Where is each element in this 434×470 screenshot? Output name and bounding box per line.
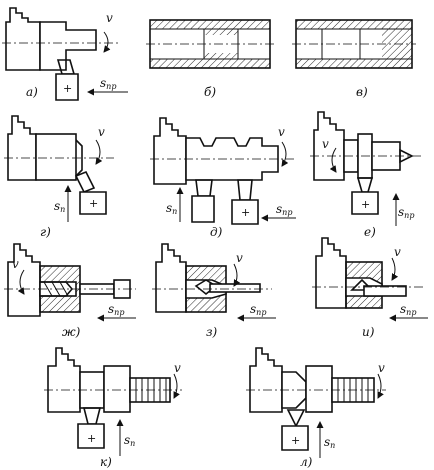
caption-z: з) (206, 325, 218, 339)
caption-v: в) (356, 85, 368, 99)
feed-label: sпр (400, 302, 416, 317)
panel-b: б) (146, 19, 274, 99)
speed-label: v (394, 245, 401, 259)
feed2-label: sпр (276, 202, 292, 217)
tool-marker: + (89, 197, 98, 210)
tool-marker: + (87, 432, 96, 445)
panel-a: v + sпр а) (2, 7, 128, 101)
speed-label: v (236, 251, 243, 265)
feed-label: sпр (100, 76, 116, 91)
panel-v: в) (292, 19, 416, 99)
panel-l: v + sп л) (246, 347, 386, 469)
caption-k: к) (100, 455, 112, 469)
panel-i: v sпр и) (312, 237, 428, 339)
speed-label: v (174, 361, 181, 375)
panel-z: v sпр з) (152, 243, 276, 339)
speed-label: v (106, 11, 113, 25)
feed-label: sп (124, 433, 135, 448)
panel-k: v + sп к) (44, 347, 182, 469)
speed-label: v (322, 137, 329, 151)
caption-i: и) (362, 325, 375, 339)
feed-label: sп (54, 199, 65, 214)
caption-e: е) (364, 225, 376, 239)
caption-a: а) (26, 85, 38, 99)
caption-d: д) (210, 225, 223, 239)
caption-b: б) (204, 85, 216, 99)
panel-g: v + sп г) (4, 115, 114, 239)
feed-label: sпр (108, 302, 124, 317)
feed-label: sпр (398, 205, 414, 220)
tool-marker: + (291, 434, 300, 447)
panel-e: v + sпр е) (310, 111, 424, 239)
feed-label: sп (166, 201, 177, 216)
panel-d: v + sп sпр д) (150, 117, 296, 239)
caption-g: г) (40, 225, 51, 239)
speed-label: v (278, 125, 285, 139)
caption-zh: ж) (62, 325, 81, 339)
feed-label: sпр (250, 302, 266, 317)
panel-zh: v sпр ж) (4, 243, 136, 339)
tool-marker: + (241, 206, 250, 219)
feed-label: sп (324, 435, 335, 450)
tool-marker: + (361, 198, 370, 211)
speed-label: v (378, 361, 385, 375)
caption-l: л) (300, 455, 313, 469)
tool-marker: + (63, 82, 72, 95)
speed-label: v (98, 125, 105, 139)
speed-label: v (12, 257, 19, 271)
